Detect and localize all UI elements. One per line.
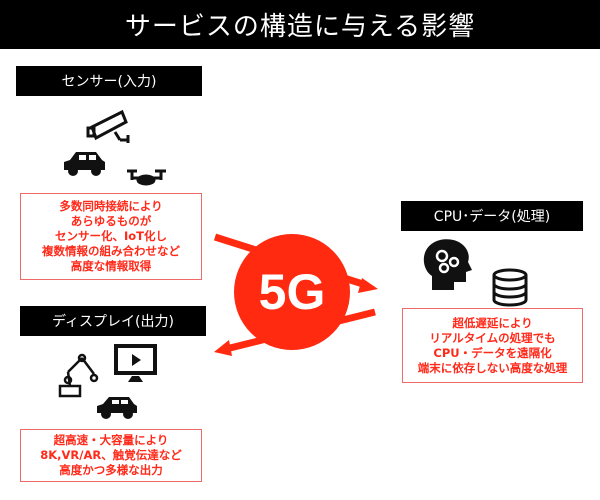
database-icon	[492, 268, 528, 307]
car-icon	[97, 397, 137, 419]
arrow-right-head	[358, 278, 378, 293]
5g-circle: 5G	[234, 234, 350, 350]
text-line: あらゆるものが	[70, 214, 152, 228]
car-icon	[64, 152, 105, 176]
text-line: 超低遅延により	[452, 315, 533, 330]
arrow-left-head	[214, 340, 232, 356]
display-description: 超高速・大容量により 8K,VR/AR、触覚伝達など 高度かつ多様な出力	[20, 429, 202, 482]
cpu-header: CPU･データ(処理)	[401, 201, 583, 231]
text-line: 多数同時接続により	[59, 199, 163, 213]
cpu-description: 超低遅延により リアルタイムの処理でも CPU・データを遠隔化 端末に依存しない…	[402, 308, 583, 383]
text-line: CPU・データを遠隔化	[433, 345, 552, 360]
text-line: センサー化、IoT化し	[54, 229, 168, 243]
sensor-header: センサー(入力)	[16, 66, 202, 96]
text-line: 端末に依存しない高度な処理	[417, 360, 568, 375]
text-line: 超高速・大容量により	[53, 433, 169, 447]
text-line: 高度かつ多様な出力	[59, 463, 163, 477]
robot-arm-icon	[58, 353, 99, 398]
text-line: 8K,VR/AR、触覚伝達など	[40, 448, 182, 462]
monitor-play-icon	[114, 344, 157, 382]
drone-icon	[127, 169, 166, 186]
security-camera-icon	[86, 109, 130, 143]
text-line: 複数情報の組み合わせなど	[42, 244, 180, 258]
display-header: ディスプレイ(出力)	[20, 306, 206, 336]
sensor-description: 多数同時接続により あらゆるものが センサー化、IoT化し 複数情報の組み合わせ…	[20, 193, 202, 280]
text-line: リアルタイムの処理でも	[429, 330, 556, 345]
text-line: 高度な情報取得	[70, 259, 152, 273]
head-gears-icon	[423, 239, 472, 290]
page-title: サービスの構造に与える影響	[0, 0, 600, 49]
